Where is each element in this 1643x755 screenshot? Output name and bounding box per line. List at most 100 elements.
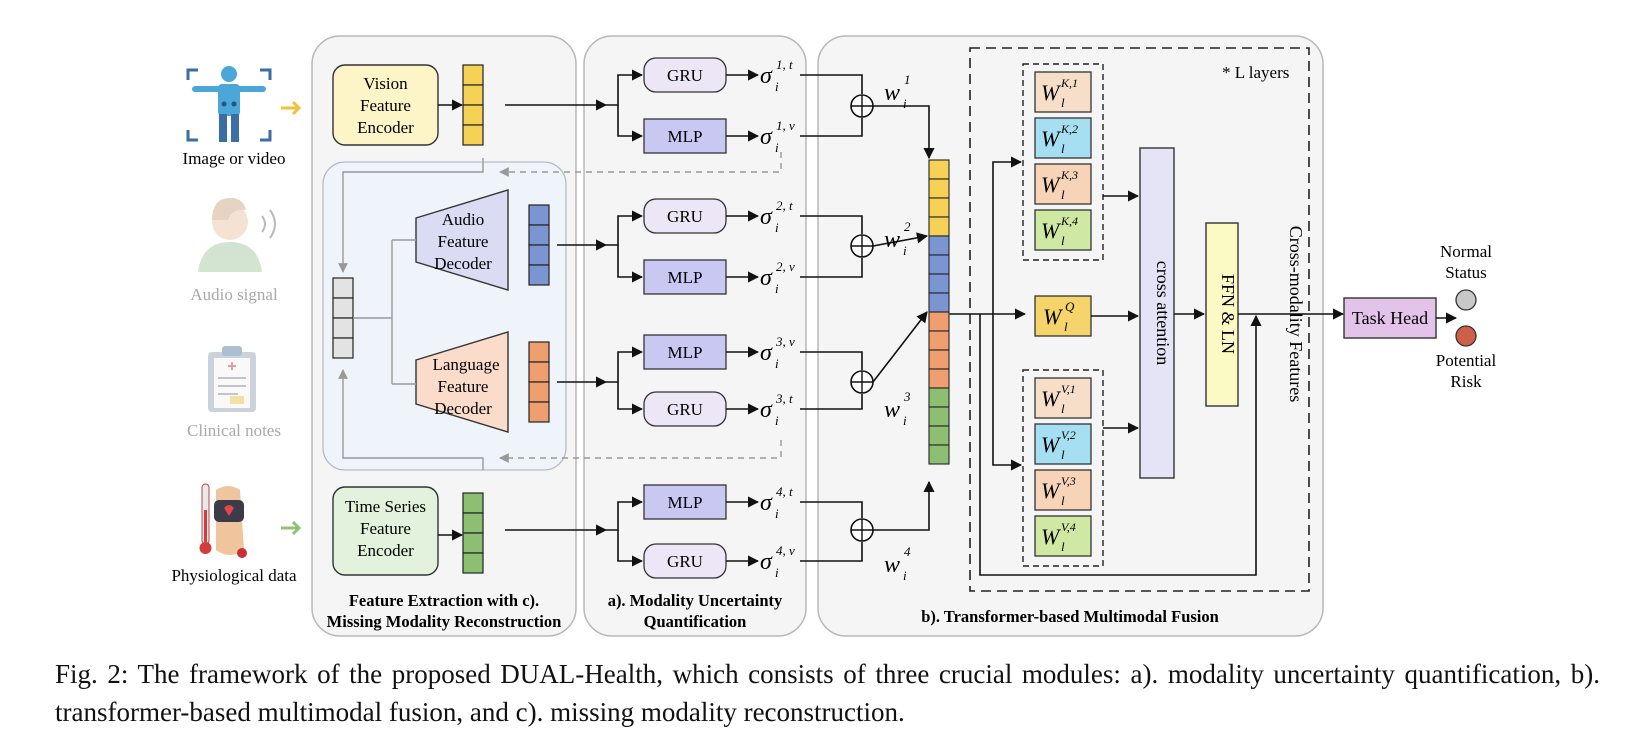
query-weight: [1034, 295, 1092, 337]
physio-input-label: Physiological data: [171, 566, 297, 585]
value-weight-subscript: l: [1061, 539, 1065, 554]
sigma-symbol: σ: [760, 549, 773, 575]
cross-attention-block: [1139, 147, 1175, 479]
key-weight-subscript: l: [1061, 233, 1065, 248]
split-arrow-bottom: [617, 382, 644, 415]
weight-symbol: w: [884, 80, 900, 106]
to-combine-line: [800, 74, 863, 94]
sigma-subscript: i: [775, 79, 779, 94]
vector-cell: [528, 224, 550, 246]
vector-cell: [528, 381, 550, 403]
weight-arrow: [873, 480, 935, 531]
vector-cell: [332, 317, 354, 339]
vector-cell: [528, 341, 550, 363]
value-weight-symbol: W: [1041, 524, 1061, 549]
sigma-superscript: 4, t: [776, 484, 793, 499]
fused-cell: [928, 330, 950, 351]
vector-cell: [332, 297, 354, 319]
split-arrow-bottom: [617, 530, 644, 567]
normal-status-dot: [1455, 289, 1477, 311]
vector-cell: [528, 401, 550, 423]
ffn-ln-label: FFN & LN: [1218, 274, 1238, 354]
sigma-subscript: i: [775, 565, 779, 580]
extraction-title-1: Feature Extraction with c).: [349, 591, 539, 610]
weight-symbol: w: [884, 552, 900, 578]
sigma-superscript: 3, t: [775, 391, 793, 406]
language-decoder: [415, 331, 509, 433]
fused-cell: [928, 197, 950, 218]
to-combine-line: [800, 118, 863, 137]
value-weight-symbol: W: [1041, 432, 1061, 457]
mlp-block: [643, 118, 727, 154]
sigma-subscript: i: [775, 281, 779, 296]
risk-label-2: Risk: [1450, 372, 1482, 391]
language-decoder-label-2: Feature: [438, 377, 489, 396]
query-weight-label: W l Q: [1043, 299, 1075, 334]
sigma-subscript: i: [775, 356, 779, 371]
vector-cell: [462, 84, 484, 106]
mlp-label: MLP: [668, 343, 703, 362]
to-combine-line: [800, 351, 863, 370]
mlp-label: MLP: [668, 268, 703, 287]
clinical-input-label: Clinical notes: [187, 421, 281, 440]
to-combine-line: [800, 501, 863, 518]
fusion-title: b). Transformer-based Multimodal Fusion: [921, 607, 1219, 626]
svg-text:Q: Q: [1065, 299, 1075, 314]
physio-feature-vector: [462, 492, 484, 574]
key-weight-subscript: l: [1061, 95, 1065, 110]
fused-feature-vector: [928, 159, 950, 465]
weight-symbol: w: [884, 397, 900, 423]
key-weight-box: [1034, 209, 1092, 251]
vector-cell: [332, 277, 354, 299]
sigma-superscript: 1, v: [776, 118, 795, 133]
audio-decoder-label-2: Feature: [438, 232, 489, 251]
value-weight-superscript: V,1: [1061, 382, 1076, 396]
to-combine-line: [800, 215, 863, 234]
audio-feature-vector: [528, 204, 550, 286]
value-weight-box: [1034, 515, 1092, 557]
weight-arrow: [873, 105, 935, 160]
vector-cell: [528, 244, 550, 266]
weight-superscript: 2: [904, 219, 911, 234]
plus-cross: [851, 371, 873, 393]
shared-latent-vector: [332, 277, 354, 359]
fused-cell: [928, 406, 950, 427]
value-weight-subscript: l: [1061, 493, 1065, 508]
fused-to-values-arrow: [992, 314, 1023, 471]
key-weight-box: [1034, 71, 1092, 113]
key-weight-superscript: K,1: [1060, 76, 1078, 90]
cross-attention-label: cross attention: [1153, 261, 1173, 365]
body-scan-icon: [186, 66, 272, 142]
split-arrow-top: [606, 496, 644, 531]
vector-cell: [462, 64, 484, 86]
sigma-symbol: σ: [760, 490, 773, 516]
weight-superscript: 3: [903, 389, 911, 404]
uncertainty-title-2: Quantification: [644, 612, 747, 631]
weight-subscript: i: [903, 568, 907, 583]
potential-risk-dot: [1455, 325, 1477, 347]
ts-encoder-label-3: Encoder: [357, 541, 414, 560]
fused-cell: [928, 425, 950, 446]
ts-encoder-label-1: Time Series: [345, 497, 426, 516]
key-weight-symbol: W: [1041, 126, 1061, 151]
sigma-symbol: σ: [760, 63, 773, 89]
l-layers-label: * L layers: [1222, 63, 1289, 82]
to-combine-line: [800, 258, 863, 278]
key-weight-box: [1034, 163, 1092, 205]
fused-cell: [928, 254, 950, 275]
gru-label: GRU: [667, 552, 703, 571]
mlp-block: [643, 259, 727, 295]
vision-input-label: Image or video: [183, 149, 286, 168]
residual-connection: [979, 314, 1262, 576]
value-weight-subscript: l: [1061, 447, 1065, 462]
value-weight-superscript: V,3: [1061, 474, 1076, 488]
plus-cross: [851, 519, 873, 541]
vector-cell: [462, 104, 484, 126]
language-decoder-label-1: Language: [432, 355, 499, 374]
ffn-ln-block: [1205, 222, 1239, 407]
sigma-superscript: 3, v: [775, 334, 795, 349]
sigma-subscript: i: [775, 506, 779, 521]
svg-text:l: l: [1064, 319, 1068, 334]
vision-input-arrow: [281, 100, 302, 116]
